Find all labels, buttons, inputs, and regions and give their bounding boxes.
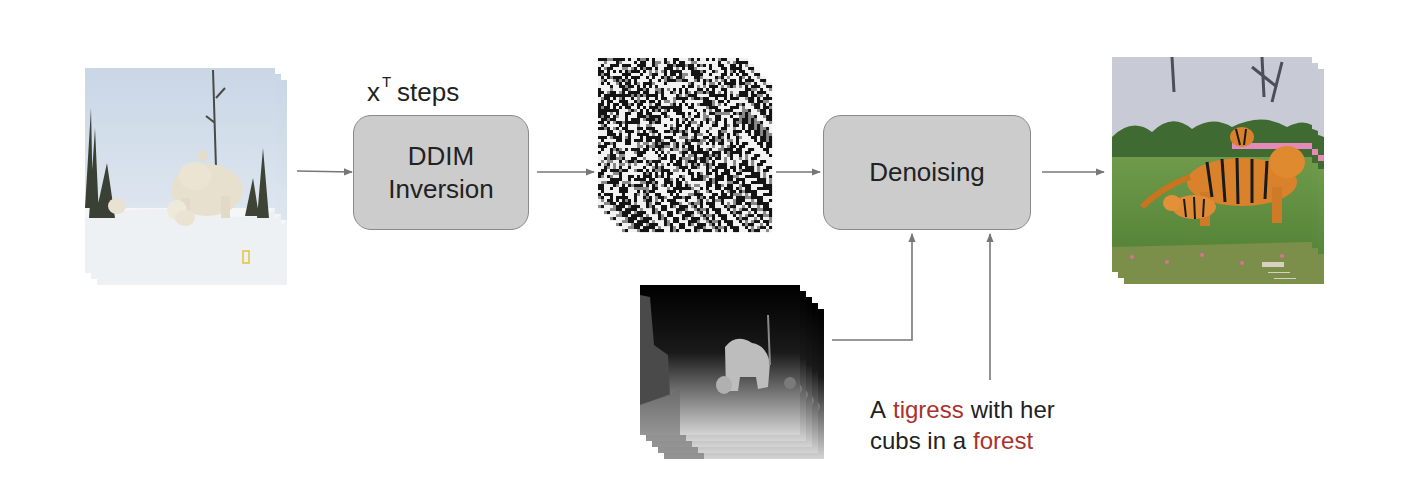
process-box: Denoising [823,115,1031,230]
output-frames [1112,57,1324,284]
step-label: x [367,78,380,108]
box-label: DDIM Inversion [366,140,516,205]
process-box: DDIM Inversion [353,115,529,230]
prompt-line: Atigresswith her [870,396,1055,424]
prompt-line: cubs in aforest [870,427,1033,455]
flow-arrow [776,171,820,173]
input-frames [85,68,287,285]
flow-arrow [832,234,912,340]
prompt-text: cubs in a [870,427,966,455]
flow-arrow [989,234,991,380]
flow-arrow [537,171,594,173]
depth-maps [640,285,824,459]
step-label: steps [397,78,459,108]
prompt-text: forest [973,427,1033,455]
box-label: Denoising [869,156,985,189]
flow-arrow [1042,171,1104,173]
prompt-text: with her [971,396,1055,424]
prompt-text: A [870,396,886,424]
noise-latents [598,58,772,232]
prompt-text: tigress [893,396,964,424]
flow-arrow [297,171,352,172]
step-label: T [382,73,391,90]
